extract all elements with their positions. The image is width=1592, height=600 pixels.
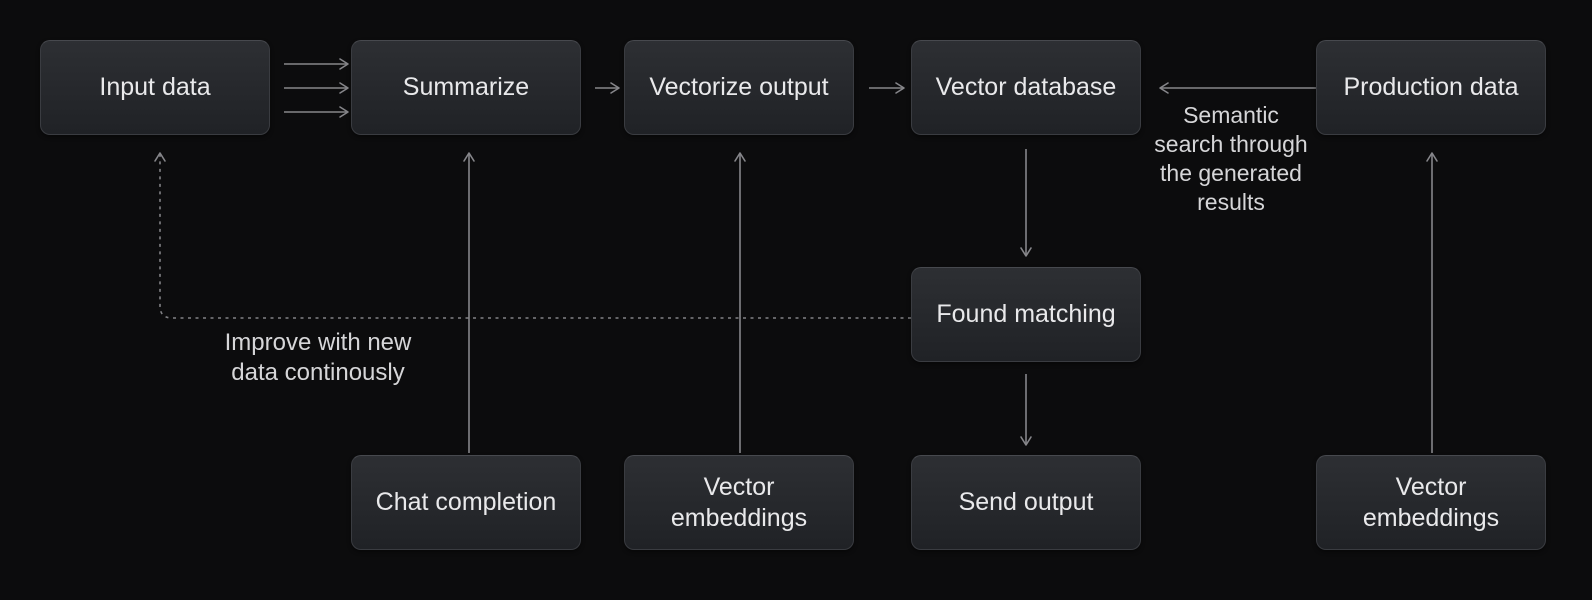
node-production-data[interactable]: Production data [1316, 40, 1546, 135]
node-vector-database[interactable]: Vector database [911, 40, 1141, 135]
node-label: Found matching [936, 300, 1116, 329]
dotted-arrow-found-to-input [154, 152, 911, 319]
node-label: Summarize [402, 73, 530, 102]
node-label: Vector embeddings [670, 473, 808, 532]
node-input-data[interactable]: Input data [40, 40, 270, 135]
node-found-matching[interactable]: Found matching [911, 267, 1141, 362]
node-label: Vectorize output [649, 73, 829, 102]
edge-label-improve-with-new-data: Improve with new data continously [224, 329, 412, 387]
node-label: Input data [99, 73, 211, 102]
node-vector-embeddings-right[interactable]: Vector embeddings [1316, 455, 1546, 550]
node-vectorize-output[interactable]: Vectorize output [624, 40, 854, 135]
node-label: Production data [1343, 73, 1519, 102]
node-label: Vector database [935, 73, 1117, 102]
node-label: Chat completion [375, 488, 557, 517]
node-label: Vector embeddings [1362, 473, 1500, 532]
edge-label-semantic-search: Semantic search through the generated re… [1154, 102, 1308, 215]
node-label: Send output [958, 488, 1094, 517]
node-vector-embeddings-left[interactable]: Vector embeddings [624, 455, 854, 550]
node-chat-completion[interactable]: Chat completion [351, 455, 581, 550]
node-summarize[interactable]: Summarize [351, 40, 581, 135]
node-send-output[interactable]: Send output [911, 455, 1141, 550]
